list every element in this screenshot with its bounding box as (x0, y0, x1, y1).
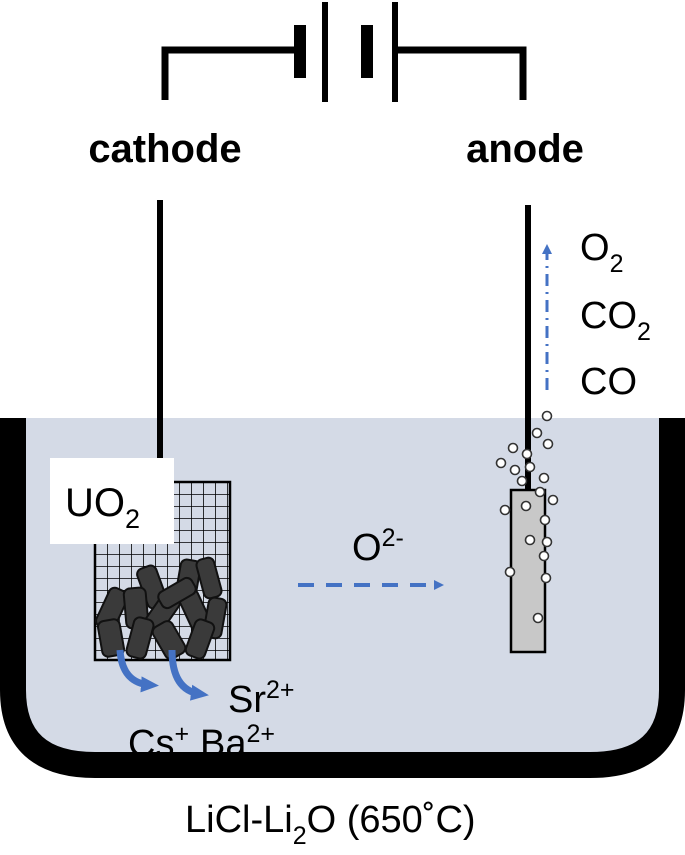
ba-ion-label: Ba2+ (200, 720, 275, 765)
release-arrow-2 (168, 649, 209, 701)
anode-rod (509, 488, 547, 654)
oxide-ion-label: O2- (352, 524, 404, 569)
crucible (0, 418, 685, 778)
battery-symbol-icon (161, 2, 527, 102)
o2-gas-label: O2 (580, 227, 623, 278)
gas-bubble-icon (495, 410, 559, 624)
co2-gas-label: CO2 (580, 295, 651, 346)
sr-ion-label: Sr2+ (228, 676, 295, 721)
release-arrow-1 (116, 649, 159, 693)
anode-label: anode (466, 127, 584, 171)
electrolyte-label: LiCl-Li2O (650˚C) (185, 799, 476, 850)
uo2-pellets (95, 556, 228, 660)
co-gas-label: CO (580, 361, 637, 403)
uo2-label-box (50, 458, 174, 544)
cs-ion-label: Cs+ (128, 720, 189, 765)
uo2-label: UO2 (65, 481, 140, 534)
cathode-label: cathode (88, 127, 241, 171)
